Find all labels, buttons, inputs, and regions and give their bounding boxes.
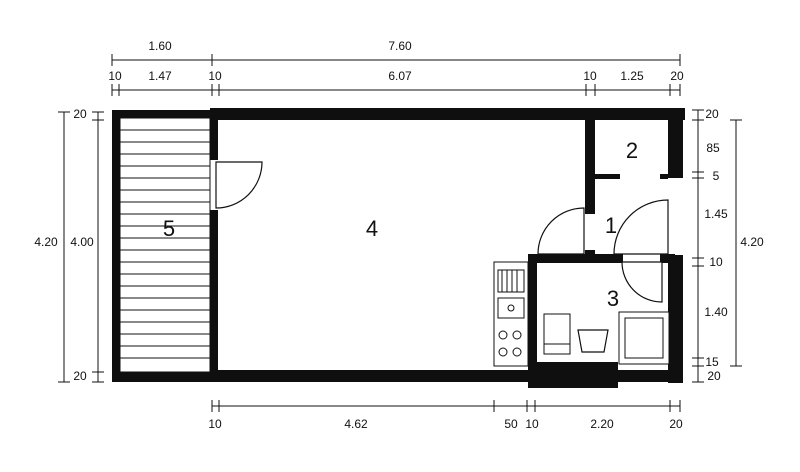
dim-right-3: 5 bbox=[713, 169, 720, 183]
dim-top-inner-2: 1.47 bbox=[148, 69, 172, 83]
door-entrance[interactable] bbox=[613, 199, 669, 255]
door-room-4[interactable] bbox=[537, 207, 585, 255]
dim-bottom-4: 10 bbox=[525, 417, 539, 431]
dim-left-outer: 4.20 bbox=[34, 235, 58, 249]
dim-left-inner: 4.00 bbox=[70, 235, 94, 249]
walls bbox=[210, 108, 685, 388]
room-label-3: 3 bbox=[607, 286, 619, 311]
dim-bottom-6: 20 bbox=[669, 417, 683, 431]
dim-left-top: 20 bbox=[73, 107, 87, 121]
dim-right-4: 1.45 bbox=[704, 207, 728, 221]
room-label-4: 4 bbox=[366, 216, 378, 241]
dim-right-6: 1.40 bbox=[704, 305, 728, 319]
dim-top-outer-right: 7.60 bbox=[388, 39, 412, 53]
room-label-1: 1 bbox=[605, 213, 617, 238]
door-balcony[interactable] bbox=[215, 161, 263, 209]
balcony-stairs bbox=[112, 110, 212, 382]
dim-top-inner-7: 20 bbox=[670, 69, 684, 83]
bottom-dimension-lines bbox=[211, 400, 681, 412]
kitchen-unit bbox=[493, 261, 529, 367]
dim-right-7: 15 bbox=[705, 355, 719, 369]
room-label-5: 5 bbox=[163, 216, 175, 241]
dim-top-inner-4: 6.07 bbox=[388, 69, 412, 83]
dim-bottom-5: 2.20 bbox=[590, 417, 614, 431]
top-dimension-lines bbox=[111, 54, 681, 96]
dim-right-5: 10 bbox=[709, 255, 723, 269]
dim-right-8: 20 bbox=[707, 369, 721, 383]
dim-right-2: 85 bbox=[706, 141, 720, 155]
dim-bottom-1: 10 bbox=[208, 417, 222, 431]
dim-top-inner-6: 1.25 bbox=[620, 69, 644, 83]
dim-right-1: 20 bbox=[705, 107, 719, 121]
room-label-2: 2 bbox=[626, 138, 638, 163]
door-bath[interactable] bbox=[621, 261, 663, 303]
dim-top-inner-5: 10 bbox=[583, 69, 597, 83]
dim-top-inner-1: 10 bbox=[108, 69, 122, 83]
right-dimension-lines bbox=[692, 109, 742, 383]
dim-right-overall: 4.20 bbox=[740, 235, 764, 249]
dim-bottom-2: 4.62 bbox=[344, 417, 368, 431]
bathroom-fixtures bbox=[543, 311, 670, 365]
dim-top-inner-3: 10 bbox=[208, 69, 222, 83]
dim-left-bottom: 20 bbox=[73, 369, 87, 383]
dim-bottom-3: 50 bbox=[504, 417, 518, 431]
left-dimension-lines bbox=[58, 111, 104, 383]
stair-treads bbox=[120, 129, 210, 359]
dim-top-outer-left: 1.60 bbox=[148, 39, 172, 53]
